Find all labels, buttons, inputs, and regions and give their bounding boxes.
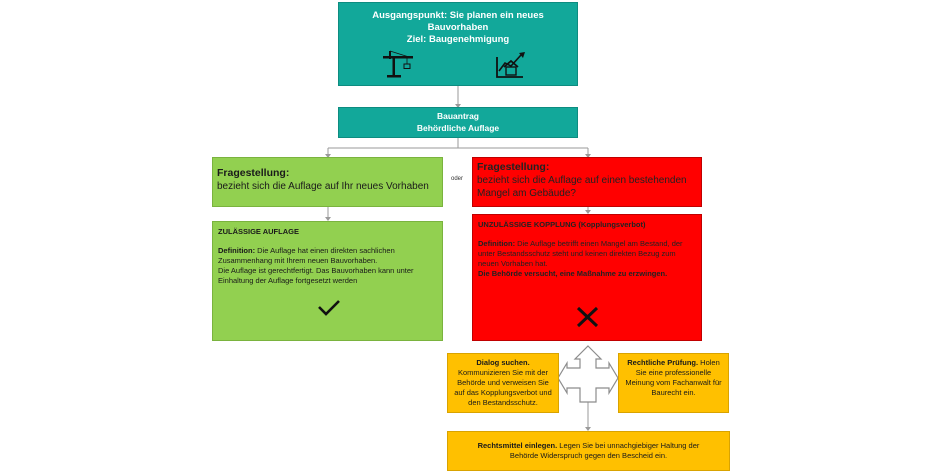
unzulaessige-kopplung-title: UNZULÄSSIGE KOPPLUNG (Kopplungsverbot) — [478, 220, 646, 229]
start-line-2: Bauvorhaben — [427, 22, 489, 33]
zulaessige-auflage-box: ZULÄSSIGE AUFLAGE Definition: Die Auflag… — [212, 221, 443, 341]
crane-icon — [383, 50, 413, 78]
dialog-suchen-text: Kommunizieren Sie mit der Behörde und ve… — [454, 368, 552, 407]
arrowhead-antrag — [455, 104, 461, 108]
zulaessige-auflage-definition: Definition: Die Auflage hat einen direkt… — [218, 246, 438, 266]
rechtliche-pruefung-title: Rechtliche Prüfung. — [627, 358, 699, 367]
three-way-arrow-icon — [557, 345, 619, 403]
unzulaessige-definition-label: Definition: — [478, 239, 516, 248]
start-line-3: Ziel: Baugenehmigung — [406, 34, 510, 45]
unzulaessige-kopplung-definition: Definition: Die Auflage betrifft einen M… — [478, 239, 697, 269]
bauantrag-line-2: Behördliche Auflage — [416, 122, 500, 133]
zulaessige-definition-label: Definition: — [218, 246, 256, 255]
rechtliche-pruefung-box: Rechtliche Prüfung. Holen Sie eine profe… — [618, 353, 729, 413]
arrowhead-red — [585, 154, 591, 158]
dialog-suchen-title: Dialog suchen. — [476, 358, 530, 367]
unzulaessige-definition-text: Die Auflage betrifft einen Mangel am Bes… — [478, 239, 683, 268]
bauantrag-box: Bauantrag Behördliche Auflage — [338, 107, 578, 138]
arrowhead-unzulaessig — [585, 210, 591, 214]
green-question-box: Fragestellung: bezieht sich die Auflage … — [212, 157, 443, 207]
start-line-1: Ausgangspunkt: Sie planen ein neues — [372, 10, 544, 21]
zulaessige-auflage-title: ZULÄSSIGE AUFLAGE — [218, 227, 299, 236]
arrowhead-zulaessig — [325, 217, 331, 221]
red-question-box: Fragestellung: bezieht sich die Auflage … — [472, 157, 702, 207]
zulaessige-auflage-text: Die Auflage ist gerechtfertigt. Das Bauv… — [218, 266, 414, 285]
cross-icon — [576, 306, 599, 328]
unzulaessige-kopplung-text: Die Behörde versucht, eine Maßnahme zu e… — [478, 269, 668, 278]
arrowhead-green — [325, 154, 331, 158]
rechtsmittel-text: Legen Sie bei unnachgiebiger Haltung der… — [509, 441, 700, 460]
arrowhead-rechtsmittel — [585, 427, 591, 431]
rechtsmittel-title: Rechtsmittel einlegen. — [477, 441, 558, 450]
bauantrag-line-1: Bauantrag — [436, 111, 480, 121]
rechtliche-pruefung-text: Holen Sie eine professionelle Meinung vo… — [625, 358, 722, 397]
dialog-suchen-box: Dialog suchen. Kommunizieren Sie mit der… — [447, 353, 559, 413]
oder-label: oder — [451, 176, 464, 182]
green-question-text: bezieht sich die Auflage auf Ihr neues V… — [217, 181, 429, 192]
green-question-heading: Fragestellung: — [217, 167, 290, 179]
checkmark-icon — [318, 300, 340, 316]
start-box: Ausgangspunkt: Sie planen ein neues Bauv… — [338, 2, 578, 86]
zulaessige-definition-text: Die Auflage hat einen direkten sachliche… — [218, 246, 395, 265]
house-chart-icon — [496, 52, 525, 78]
red-question-heading: Fragestellung: — [477, 161, 550, 173]
unzulaessige-kopplung-box: UNZULÄSSIGE KOPPLUNG (Kopplungsverbot) D… — [472, 214, 702, 341]
red-question-text: bezieht sich die Auflage auf einen beste… — [477, 175, 687, 199]
rechtsmittel-box: Rechtsmittel einlegen. Legen Sie bei unn… — [447, 431, 730, 471]
